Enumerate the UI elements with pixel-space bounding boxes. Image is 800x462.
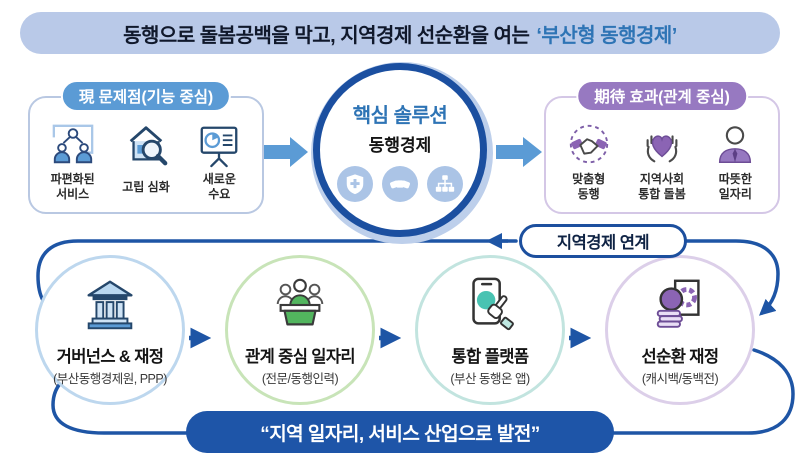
effect-items: 맞춤형 동행 지역사회 통합 돌봄 따뜻한 일자리 [546, 98, 778, 203]
flow-step-circular-finance: 선순환 재정 (캐시백/동백전) [605, 255, 755, 405]
flow-step-title: 관계 중심 일자리 [244, 347, 356, 366]
flow-step-subtitle: (캐시백/동백전) [641, 371, 719, 386]
flow-step-subtitle: (부산동행경제원, PPP) [53, 371, 167, 386]
fragmented-services-icon [52, 124, 93, 164]
phone-tap-icon [459, 274, 521, 341]
problem-to-solution-arrow [264, 137, 308, 167]
new-demand-chart-icon [200, 126, 238, 168]
development-banner: “지역 일자리, 서비스 산업으로 발전” [186, 411, 614, 453]
hands-heart-icon [646, 135, 678, 163]
problem-item-fragmented-services: 파편화된 서비스 [36, 122, 109, 203]
loop-bottom-return-arrow [51, 348, 795, 435]
title-text: 동행으로 돌봄공백을 막고, 지역경제 선순환을 여는 [123, 24, 530, 47]
effect-item-label: 지역사회 통합 돌봄 [638, 172, 686, 201]
flow-step-subtitle: (전문/동행인력) [261, 371, 339, 386]
effect-item-community-care: 지역사회 통합 돌봄 [626, 122, 699, 203]
bank-building-icon [79, 274, 141, 341]
flow-step-title: 거버넌스 & 재정 [56, 347, 164, 366]
org-chart-icon [427, 165, 463, 202]
problem-item-label: 새로운 수요 [202, 172, 236, 201]
flow-step-integrated-platform: 통합 플랫폼 (부산 동행온 앱) [415, 255, 565, 405]
effect-item-custom-companion: 맞춤형 동행 [552, 122, 625, 203]
problem-items: 파편화된 서비스 고립 심화 [30, 98, 262, 203]
solution-name: 동행경제 [368, 135, 432, 155]
shield-cross-icon [337, 165, 373, 202]
linkage-pill: 지역경제 연계 [519, 224, 687, 258]
effect-box: 期待 효과(관계 중심) 맞춤형 동행 지역사회 통합 돌봄 [544, 80, 780, 214]
flow-step-governance-finance: 거버넌스 & 재정 (부산동행경제원, PPP) [35, 255, 185, 405]
effect-box-title: 期待 효과(관계 중심) [576, 80, 748, 112]
title-highlight: ‘부산형 동행경제’ [536, 24, 677, 47]
isolation-house-magnifier-icon [129, 126, 168, 166]
solution-to-effect-arrow [496, 137, 542, 167]
problem-box-title: 現 문제점(기능 중심) [60, 80, 232, 112]
flow-step-subtitle: (부산 동행온 앱) [450, 371, 530, 386]
problem-item-label: 파편화된 서비스 [50, 172, 95, 201]
flow-step-title: 통합 플랫폼 [451, 347, 529, 366]
title-banner: 동행으로 돌봄공백을 막고, 지역경제 선순환을 여는 ‘부산형 동행경제’ [20, 12, 780, 54]
flow-step-relationship-jobs: 관계 중심 일자리 (전문/동행인력) [225, 255, 375, 405]
problem-item-isolation: 고립 심화 [110, 122, 183, 203]
problem-box: 現 문제점(기능 중심) 파편화된 서비스 [28, 80, 264, 214]
effect-item-label: 따뜻한 일자리 [718, 172, 752, 201]
handshake-dotted-circle-icon [569, 124, 608, 164]
effect-item-label: 맞춤형 동행 [572, 172, 606, 201]
flow-step-title: 선순환 재정 [641, 347, 719, 366]
solution-icons [337, 165, 463, 202]
core-solution-circle: 핵심 솔루션 동행경제 [313, 63, 487, 237]
loop-right-descent-arrow [682, 239, 780, 316]
effect-item-warm-jobs: 따뜻한 일자리 [699, 122, 772, 203]
podium-people-icon [269, 274, 331, 341]
worker-person-icon [719, 126, 752, 163]
solution-title: 핵심 솔루션 [352, 104, 448, 127]
problem-item-label: 고립 심화 [122, 179, 170, 194]
coins-circulation-icon [649, 274, 711, 341]
problem-item-new-demand: 새로운 수요 [183, 122, 256, 203]
handshake-icon [382, 165, 418, 202]
